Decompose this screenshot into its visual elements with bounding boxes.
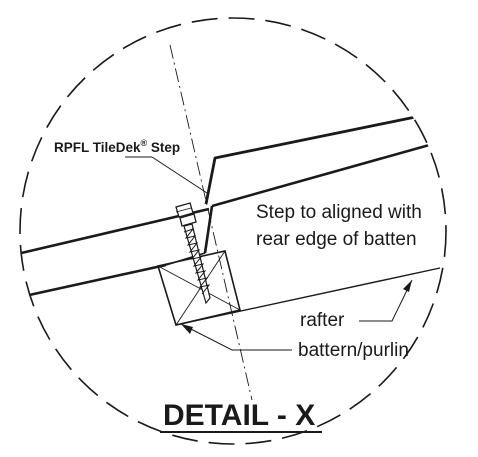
screw-axis-centerline (169, 44, 253, 401)
batten-label: battern/purlin (298, 340, 409, 361)
note-line-2: rear edge of batten (256, 229, 417, 250)
upper-sheet-bottom (211, 140, 441, 208)
product-leader (151, 156, 208, 194)
lower-sheet-bottom (20, 263, 167, 299)
detail-title: DETAIL - X (163, 399, 315, 432)
batten-cross-b (175, 250, 226, 326)
tiledek-step-inner (203, 205, 214, 254)
rafter-label: rafter (300, 310, 345, 331)
rafter-arrowhead (403, 280, 412, 292)
tiledek-step-profile (204, 110, 441, 205)
batten-leader (180, 323, 292, 351)
lower-sheet-top (20, 207, 210, 260)
detail-boundary-circle (19, 17, 447, 445)
batten-arrowhead (181, 324, 193, 334)
batten-cross-a (157, 265, 241, 311)
rafter-leader (359, 279, 413, 322)
tek-screw (175, 202, 211, 305)
note-line-1: Step to aligned with (256, 202, 422, 223)
product-label: RPFL TileDek® Step (54, 138, 180, 155)
